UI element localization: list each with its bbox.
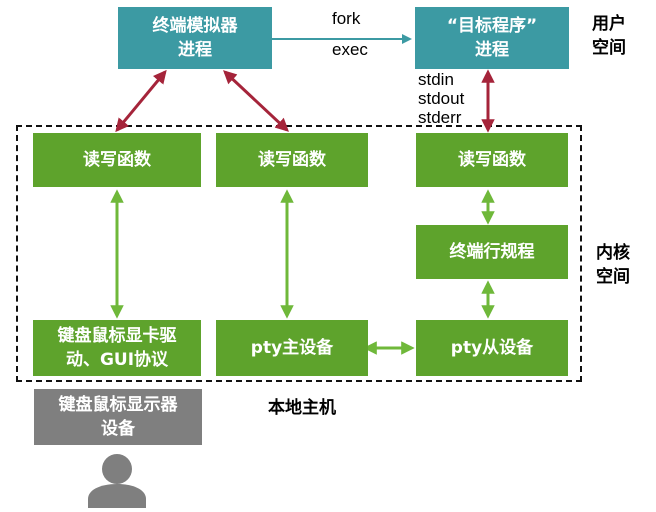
target-program-process-box: “目标程序” 进程 <box>415 7 569 69</box>
local-host-label: 本地主机 <box>268 398 336 418</box>
terminal-to-readwrite-2-arrow <box>223 70 289 132</box>
line-discipline-box: 终端行规程 <box>416 225 568 279</box>
read-write-functions-box-2: 读写函数 <box>216 133 368 187</box>
read-write-functions-box-1: 读写函数 <box>33 133 201 187</box>
stdout-label: stdout <box>418 89 465 108</box>
pty-master-box: pty主设备 <box>216 320 368 376</box>
read-write-functions-box-3: 读写函数 <box>416 133 568 187</box>
stderr-label: stderr <box>418 108 462 127</box>
kernel-space-label: 内核 空间 <box>596 243 630 287</box>
devices-box: 键盘鼠标显示器 设备 <box>34 389 202 445</box>
terminal-to-readwrite-1-arrow <box>115 69 167 133</box>
driver-gui-protocol-box: 键盘鼠标显卡驱 动、GUI协议 <box>33 320 201 376</box>
user-silhouette-icon <box>88 454 146 508</box>
terminal-emulator-process-box: 终端模拟器 进程 <box>118 7 272 69</box>
fork-label: fork <box>332 9 361 28</box>
local-host-boundary <box>16 125 582 382</box>
exec-label: exec <box>332 40 368 59</box>
user-space-label: 用户 空间 <box>592 14 626 58</box>
pty-slave-box: pty从设备 <box>416 320 568 376</box>
stdin-label: stdin <box>418 70 454 89</box>
